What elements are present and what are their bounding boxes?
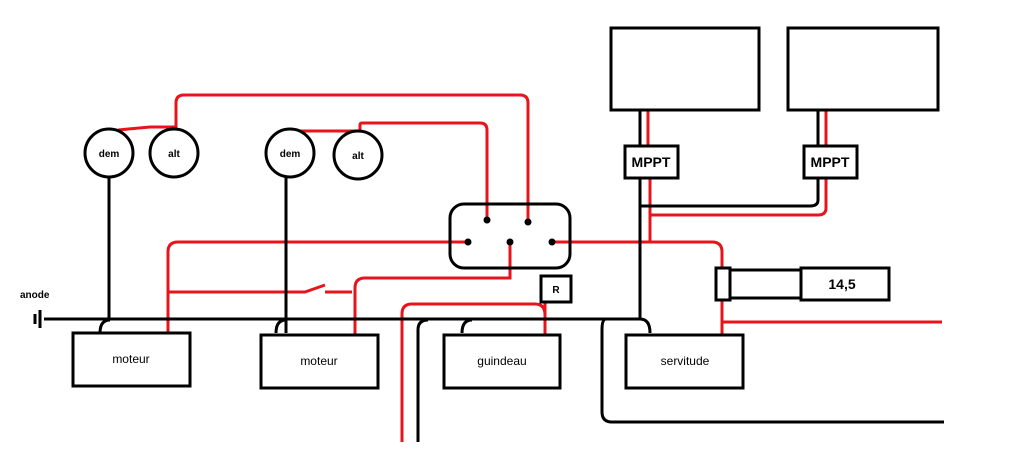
dem-gauge-2: dem <box>264 127 316 179</box>
solar-panel-1 <box>609 26 761 112</box>
guindeau-label: guindeau <box>477 354 526 368</box>
moteur-box-1: moteur <box>71 331 192 388</box>
wire-guindeau-neg-down <box>416 318 429 442</box>
wire-servitude-neg-return <box>600 317 944 424</box>
servitude-box: servitude <box>624 333 745 390</box>
wire-switch-to-moteur2 <box>353 242 512 335</box>
dem-gauge-1: dem <box>83 127 135 179</box>
moteur-2-label: moteur <box>300 354 337 368</box>
fuse <box>714 266 732 302</box>
bus-hump-moteur1 <box>98 318 111 334</box>
negative-wires <box>33 110 944 442</box>
alt-gauge-2-label: alt <box>352 151 364 162</box>
mppt-box-2: MPPT <box>802 144 859 180</box>
mppt-1-label: MPPT <box>632 154 671 170</box>
wire-branch-to-switch <box>168 283 326 294</box>
wire-switch-to-servitude <box>552 240 724 335</box>
servitude-label: servitude <box>661 354 710 368</box>
anode-label: anode <box>20 290 50 301</box>
voltage-box: 14,5 <box>799 266 891 302</box>
alt-gauge-2: alt <box>332 129 384 181</box>
wire-switch-to-moteur1 <box>166 240 468 335</box>
voltage-value: 14,5 <box>828 276 855 292</box>
alt-gauge-1-label: alt <box>168 149 180 160</box>
bus-hump-servitude <box>639 317 652 334</box>
mppt-2-label: MPPT <box>811 154 850 170</box>
dem-gauge-1-label: dem <box>99 149 120 160</box>
moteur-1-label: moteur <box>112 352 149 366</box>
dem-gauge-2-label: dem <box>280 149 301 160</box>
wire-alt2-to-switch <box>290 121 489 220</box>
alt-gauge-1: alt <box>148 127 200 179</box>
bus-hump-guindeau <box>460 318 473 334</box>
guindeau-box: guindeau <box>442 333 562 390</box>
mppt-box-1: MPPT <box>623 144 680 180</box>
moteur-box-2: moteur <box>259 333 380 390</box>
selector-switch-box <box>448 202 572 270</box>
wire-alt1-to-switch <box>117 93 530 222</box>
bus-hump-moteur2 <box>274 318 287 334</box>
relay-box: R <box>539 274 573 304</box>
relay-label: R <box>552 285 560 296</box>
wire-mppt2-out <box>650 178 828 217</box>
wire-mppt2-neg <box>640 178 820 208</box>
solar-panel-2 <box>786 26 940 112</box>
positive-wires <box>117 93 942 442</box>
wire-guindeau-down <box>400 302 547 442</box>
